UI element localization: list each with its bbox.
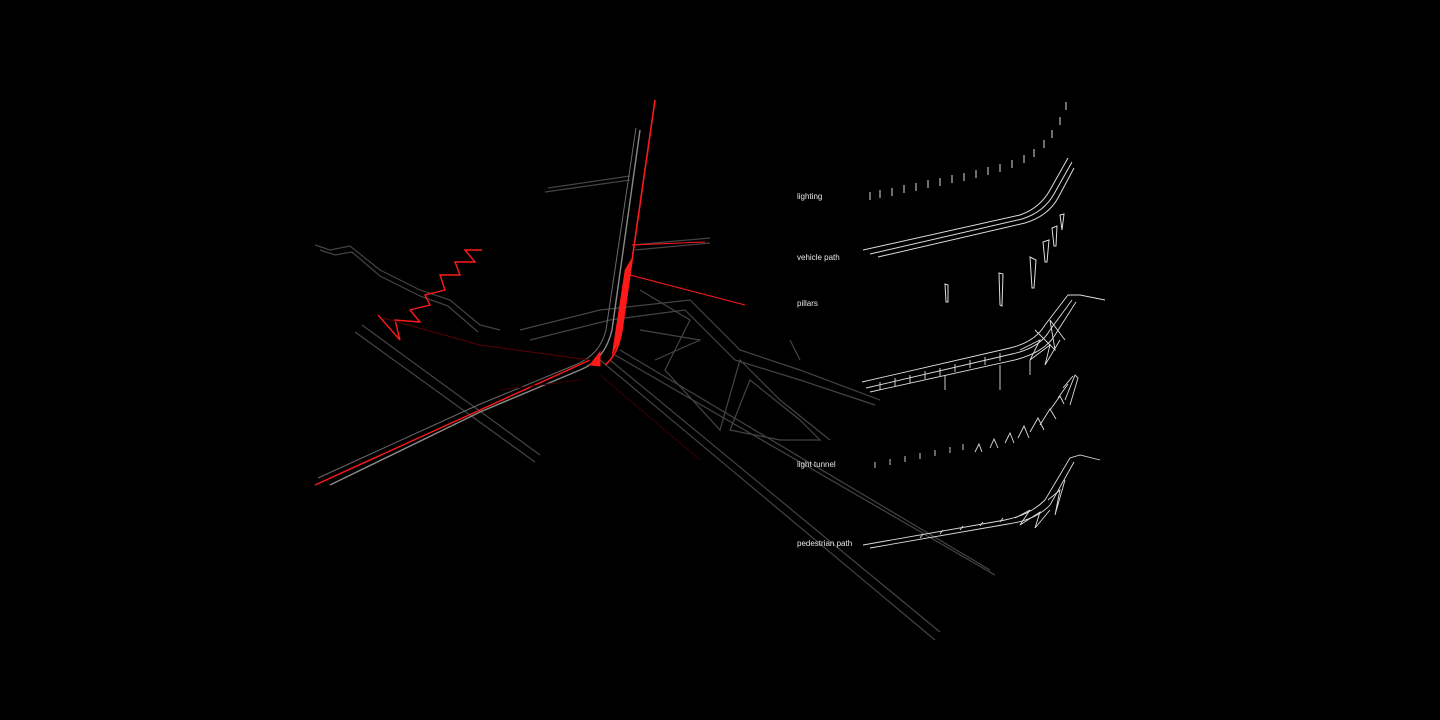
layer-label-pillars: pillars [797,299,818,308]
layer-label-pedestrian-path: pedestrian path [797,539,853,548]
pillars-layer [944,213,1065,307]
roads [314,175,996,641]
layer-label-lighting: lighting [797,192,823,201]
layer-label-vehicle-path: vehicle path [797,253,840,262]
vehicle-path-layer [862,157,1075,258]
combined-bridge-layer [861,294,1106,393]
layer-label-light-tunnel: light tunnel [797,460,836,469]
highlighted-route [314,99,746,486]
pedestrian-path-layer [862,454,1101,549]
lighting-layer [869,102,1067,200]
light-tunnel-layer [874,374,1079,468]
